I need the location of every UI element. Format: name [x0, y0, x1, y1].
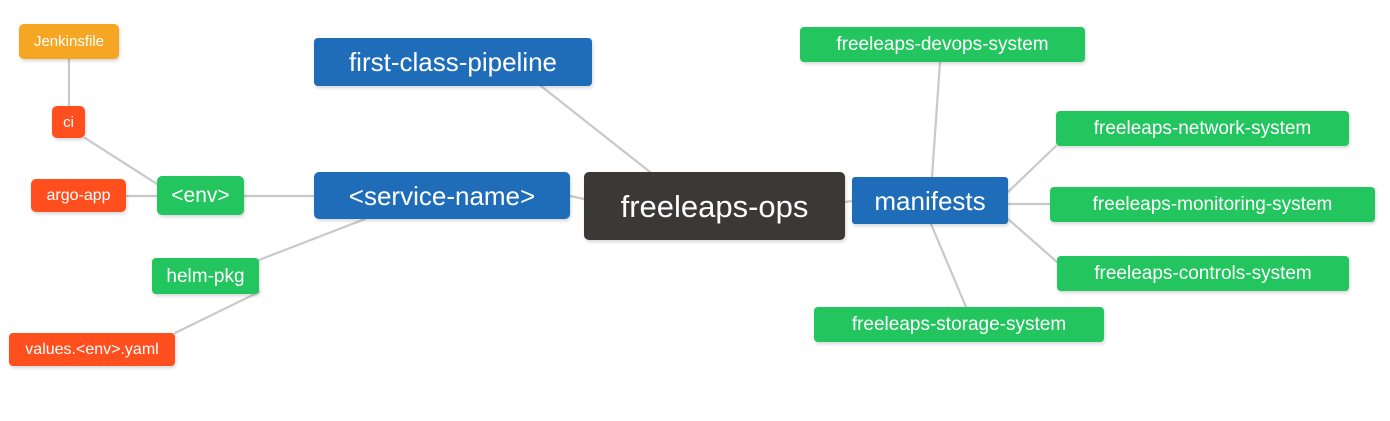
node-label-service-name: <service-name>	[348, 180, 536, 211]
node-label-manifests: manifests	[874, 185, 986, 216]
node-label-values-yaml: values.<env>.yaml	[25, 340, 159, 358]
node-label-jenkinsfile: Jenkinsfile	[33, 33, 105, 50]
edge-helm-pkg-to-service-name	[257, 217, 367, 262]
edge-freeleaps-ops-to-manifests	[843, 199, 854, 204]
edge-manifests-to-freeleaps-storage-system	[929, 222, 968, 309]
edge-values-yaml-to-helm-pkg	[173, 290, 261, 335]
node-values-yaml[interactable]: values.<env>.yaml	[9, 333, 175, 366]
node-label-freeleaps-storage-system: freeleaps-storage-system	[851, 314, 1067, 335]
node-ci[interactable]: ci	[52, 106, 85, 138]
node-label-freeleaps-controls-system: freeleaps-controls-system	[1094, 263, 1312, 284]
node-manifests[interactable]: manifests	[852, 177, 1008, 224]
edge-manifests-to-freeleaps-devops-system	[930, 60, 942, 179]
node-freeleaps-devops-system[interactable]: freeleaps-devops-system	[800, 27, 1085, 62]
edge-ci-to-env	[83, 136, 159, 186]
node-label-first-class-pipeline: first-class-pipeline	[348, 47, 558, 77]
node-env[interactable]: <env>	[157, 176, 244, 215]
node-label-freeleaps-monitoring-system: freeleaps-monitoring-system	[1092, 194, 1333, 215]
node-label-ci: ci	[63, 113, 74, 131]
node-service-name[interactable]: <service-name>	[314, 172, 570, 219]
node-freeleaps-ops[interactable]: freeleaps-ops	[584, 172, 845, 240]
node-label-argo-app: argo-app	[46, 186, 111, 204]
node-helm-pkg[interactable]: helm-pkg	[152, 258, 259, 294]
edge-manifests-to-freeleaps-network-system	[1006, 144, 1058, 194]
edge-service-name-to-freeleaps-ops	[568, 194, 586, 201]
node-label-env: <env>	[171, 184, 230, 207]
edge-first-class-pipeline-to-freeleaps-ops	[539, 84, 652, 174]
node-label-freeleaps-network-system: freeleaps-network-system	[1093, 118, 1312, 139]
node-argo-app[interactable]: argo-app	[31, 179, 126, 212]
node-label-freeleaps-ops: freeleaps-ops	[620, 188, 809, 224]
node-label-helm-pkg: helm-pkg	[166, 265, 245, 287]
edge-manifests-to-freeleaps-controls-system	[1006, 217, 1059, 264]
node-freeleaps-monitoring-system[interactable]: freeleaps-monitoring-system	[1050, 187, 1375, 222]
node-freeleaps-storage-system[interactable]: freeleaps-storage-system	[814, 307, 1104, 342]
node-jenkinsfile[interactable]: Jenkinsfile	[19, 24, 119, 59]
node-label-freeleaps-devops-system: freeleaps-devops-system	[836, 34, 1049, 55]
node-first-class-pipeline[interactable]: first-class-pipeline	[314, 38, 592, 86]
node-freeleaps-controls-system[interactable]: freeleaps-controls-system	[1057, 256, 1349, 291]
node-freeleaps-network-system[interactable]: freeleaps-network-system	[1056, 111, 1349, 146]
